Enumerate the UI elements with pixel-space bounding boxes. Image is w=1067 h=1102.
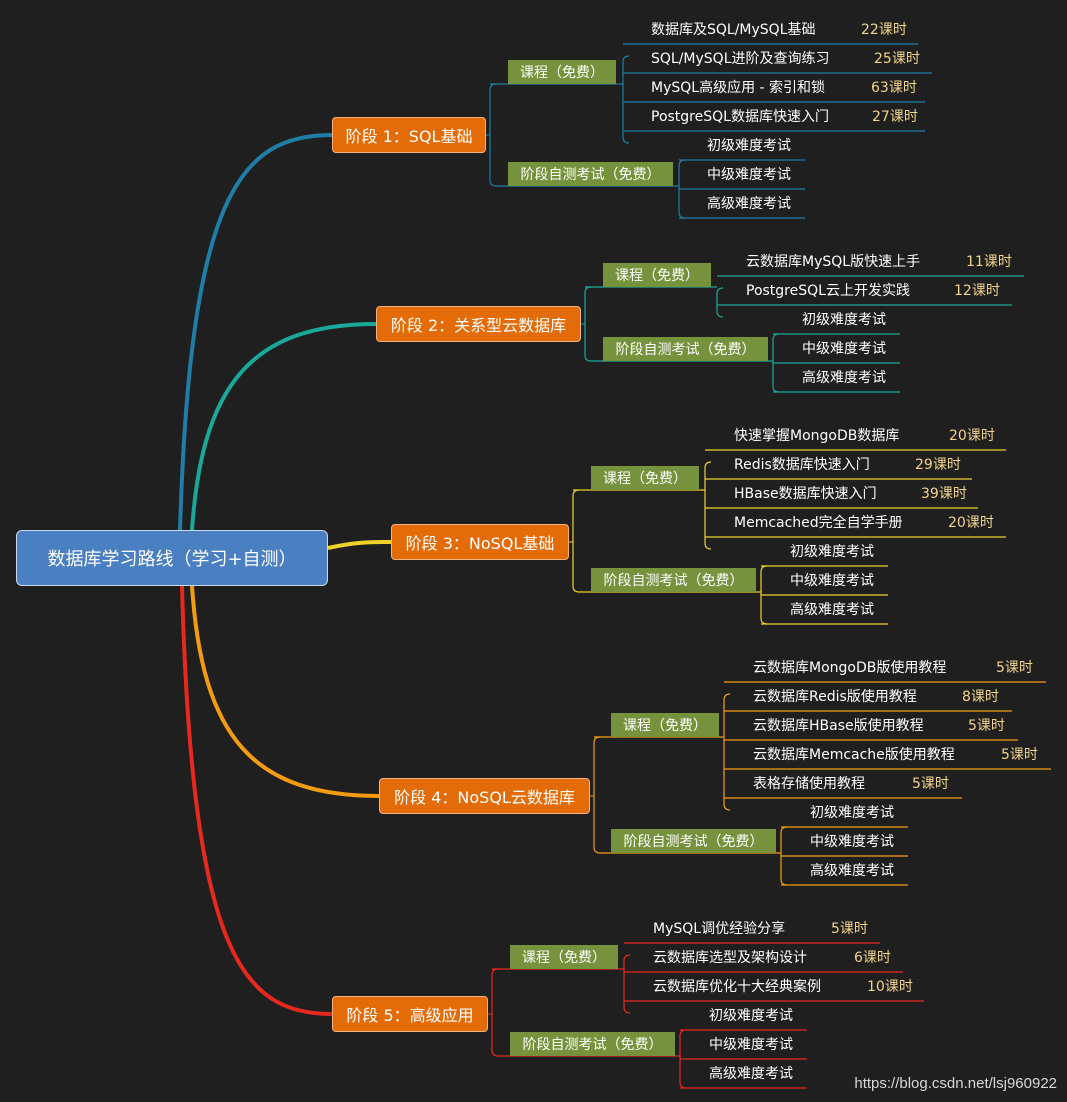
course-name: MySQL调优经验分享 <box>653 921 786 937</box>
connector-line <box>190 585 380 798</box>
stage-node: 阶段 5：高级应用 <box>332 996 488 1032</box>
connector-line <box>584 286 768 362</box>
course-hours: 20课时 <box>949 428 995 444</box>
connector-line <box>486 134 490 136</box>
course-name: SQL/MySQL进阶及查询练习 <box>651 51 830 67</box>
course-hours: 12课时 <box>954 283 1000 299</box>
course-name: HBase数据库快速入门 <box>734 486 877 502</box>
course-name: 云数据库Redis版使用教程 <box>753 689 917 705</box>
exam-category-label: 阶段自测考试（免费） <box>591 568 756 592</box>
course-name: Redis数据库快速入门 <box>734 457 870 473</box>
course-name: 云数据库优化十大经典案例 <box>653 979 821 995</box>
watermark-url: https://blog.csdn.net/lsj960922 <box>854 1075 1057 1092</box>
course-name: 云数据库HBase版使用教程 <box>753 718 924 734</box>
course-hours: 5课时 <box>1001 747 1038 763</box>
exam-category-label: 阶段自测考试（免费） <box>611 829 776 853</box>
exam-name: 高级难度考试 <box>707 196 791 212</box>
stage-node: 阶段 4：NoSQL云数据库 <box>379 778 590 814</box>
course-name: 表格存储使用教程 <box>753 776 865 792</box>
connector-line <box>704 461 712 550</box>
connector-line <box>623 954 631 1014</box>
course-hours: 5课时 <box>831 921 868 937</box>
course-name: PostgreSQL数据库快速入门 <box>651 109 829 125</box>
course-name: 云数据库选型及架构设计 <box>653 950 807 966</box>
exam-category-label: 阶段自测考试（免费） <box>510 1032 675 1056</box>
stage-node: 阶段 1：SQL基础 <box>332 117 486 153</box>
course-name: Memcached完全自学手册 <box>734 515 903 531</box>
connector-line <box>622 55 630 144</box>
course-hours: 27课时 <box>872 109 918 125</box>
course-name: 数据库及SQL/MySQL基础 <box>651 22 816 38</box>
exam-name: 中级难度考试 <box>790 573 874 589</box>
exam-name: 初级难度考试 <box>810 805 894 821</box>
exam-name: 高级难度考试 <box>790 602 874 618</box>
course-hours: 5课时 <box>912 776 949 792</box>
exam-name: 初级难度考试 <box>790 544 874 560</box>
course-name: 快速掌握MongoDB数据库 <box>734 428 900 444</box>
course-hours: 20课时 <box>948 515 994 531</box>
course-name: 云数据库MongoDB版使用教程 <box>753 660 947 676</box>
course-hours: 5课时 <box>968 718 1005 734</box>
connector-line <box>491 968 675 1057</box>
course-hours: 10课时 <box>867 979 913 995</box>
exam-name: 初级难度考试 <box>802 312 886 328</box>
course-name: 云数据库MySQL版快速上手 <box>746 254 921 270</box>
connector-line <box>572 489 756 593</box>
course-hours: 5课时 <box>996 660 1033 676</box>
course-name: 云数据库Memcache版使用教程 <box>753 747 955 763</box>
course-category-label: 课程（免费） <box>591 466 699 490</box>
exam-name: 中级难度考试 <box>707 167 791 183</box>
root-node: 数据库学习路线（学习+自测） <box>16 530 328 586</box>
connector-line <box>489 83 673 187</box>
exam-name: 初级难度考试 <box>707 138 791 154</box>
connector-line <box>716 287 724 318</box>
connector-line <box>190 322 377 531</box>
exam-name: 中级难度考试 <box>709 1037 793 1053</box>
connector-line <box>723 693 731 811</box>
stage-node: 阶段 3：NoSQL基础 <box>391 524 569 560</box>
connector-line <box>178 133 333 531</box>
exam-category-label: 阶段自测考试（免费） <box>508 162 673 186</box>
exam-name: 高级难度考试 <box>709 1066 793 1082</box>
course-name: PostgreSQL云上开发实践 <box>746 283 910 299</box>
course-name: MySQL高级应用 - 索引和锁 <box>651 80 826 96</box>
course-hours: 39课时 <box>921 486 967 502</box>
exam-name: 高级难度考试 <box>802 370 886 386</box>
exam-name: 高级难度考试 <box>810 863 894 879</box>
connector-line <box>180 585 333 1016</box>
course-hours: 63课时 <box>871 80 917 96</box>
exam-name: 初级难度考试 <box>709 1008 793 1024</box>
connector-line <box>593 736 776 854</box>
course-hours: 6课时 <box>854 950 891 966</box>
connector-line <box>327 540 392 550</box>
exam-name: 中级难度考试 <box>810 834 894 850</box>
stage-node: 阶段 2：关系型云数据库 <box>376 306 581 342</box>
course-category-label: 课程（免费） <box>603 263 711 287</box>
course-hours: 8课时 <box>962 689 999 705</box>
course-hours: 22课时 <box>861 22 907 38</box>
exam-name: 中级难度考试 <box>802 341 886 357</box>
exam-category-label: 阶段自测考试（免费） <box>603 337 768 361</box>
course-category-label: 课程（免费） <box>611 713 719 737</box>
course-category-label: 课程（免费） <box>508 60 616 84</box>
course-hours: 29课时 <box>915 457 961 473</box>
course-hours: 11课时 <box>966 254 1012 270</box>
course-category-label: 课程（免费） <box>510 945 618 969</box>
course-hours: 25课时 <box>874 51 920 67</box>
